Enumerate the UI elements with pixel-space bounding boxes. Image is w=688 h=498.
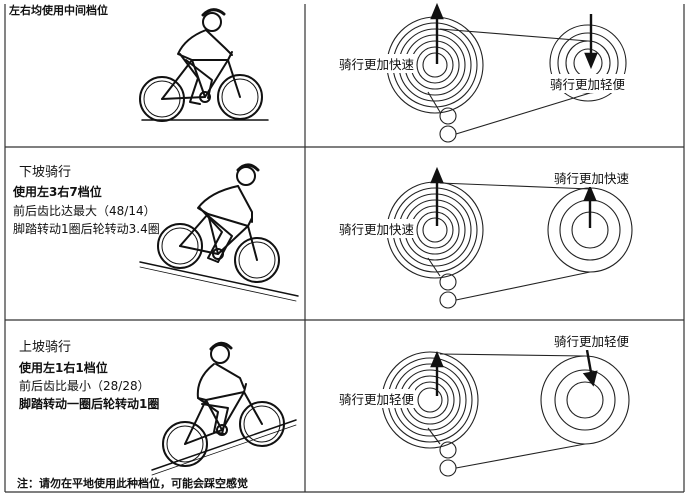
footnote: 注：请勿在平地使用此种档位，可能会踩空感觉 (17, 477, 248, 490)
right-gear-label: 骑行更加轻便 (553, 331, 631, 350)
row-detail-line: 前后齿比达最大（48/14） (13, 204, 156, 218)
left-gear-label: 骑行更加快速 (338, 219, 416, 238)
right-gear-label: 骑行更加快速 (553, 168, 631, 187)
row-detail-line: 脚踏转动一圈后轮转动1圈 (19, 397, 160, 411)
row-detail-line: 脚踏转动1圈后轮转动3.4圈 (13, 222, 160, 236)
row-detail-line: 前后齿比最小（28/28） (19, 379, 150, 393)
row-heading: 左右均使用中间档位 (9, 4, 108, 17)
row-heading: 下坡骑行 (19, 165, 72, 180)
left-gear-label: 骑行更加快速 (338, 54, 416, 73)
row-heading: 上坡骑行 (19, 340, 72, 355)
left-gear-label: 骑行更加轻便 (338, 389, 416, 408)
right-gear-label: 骑行更加轻便 (549, 74, 627, 93)
row-detail-line: 使用左3右7档位 (13, 185, 102, 199)
row-detail-line: 使用左1右1档位 (19, 361, 108, 375)
